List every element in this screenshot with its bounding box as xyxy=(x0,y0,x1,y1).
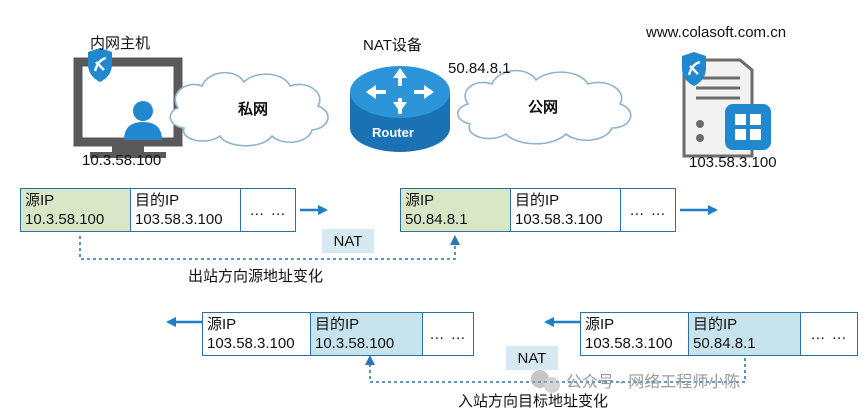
nat-public-ip: 50.84.8.1 xyxy=(448,60,511,77)
destination-ip-value: 103.58.3.100 xyxy=(515,211,603,228)
router-label: Router xyxy=(372,125,414,140)
internal-host-title: 内网主机 xyxy=(90,35,151,52)
destination-ip-cell: 目的IP 50.84.8.1 xyxy=(689,313,801,355)
router-icon xyxy=(350,66,450,152)
private-network-label: 私网 xyxy=(238,101,269,118)
source-ip-cell: 源IP 103.58.3.100 xyxy=(581,313,689,355)
shield-icon xyxy=(682,52,706,86)
destination-ip-cell: 目的IP 10.3.58.100 xyxy=(311,313,423,355)
source-ip-value: 50.84.8.1 xyxy=(405,211,468,228)
destination-ip-value: 10.3.58.100 xyxy=(315,335,395,352)
source-ip-cell: 源IP 50.84.8.1 xyxy=(401,189,511,231)
outbound-packet-after: 源IP 50.84.8.1 目的IP 103.58.3.100 … … xyxy=(400,188,676,232)
inbound-nat-box: NAT xyxy=(506,346,558,370)
source-ip-label: 源IP xyxy=(25,192,55,209)
destination-ip-label: 目的IP xyxy=(135,192,180,209)
inbound-caption: 入站方向目标地址变化 xyxy=(458,393,609,410)
more-fields-cell: … … xyxy=(629,201,667,219)
wechat-logo-icon xyxy=(531,370,560,393)
more-fields-cell: … … xyxy=(249,201,287,219)
more-fields-cell: … … xyxy=(429,325,467,343)
source-ip-cell: 源IP 103.58.3.100 xyxy=(203,313,311,355)
destination-ip-label: 目的IP xyxy=(515,192,560,209)
internal-host-ip: 10.3.58.100 xyxy=(82,152,162,169)
destination-ip-cell: 目的IP 103.58.3.100 xyxy=(131,189,241,231)
source-ip-value: 103.58.3.100 xyxy=(585,335,673,352)
destination-ip-cell: 目的IP 103.58.3.100 xyxy=(511,189,621,231)
server-domain: www.colasoft.com.cn xyxy=(646,24,787,41)
source-ip-label: 源IP xyxy=(585,316,615,333)
public-cloud-icon xyxy=(456,69,632,145)
shield-icon xyxy=(88,48,112,82)
source-ip-cell: 源IP 10.3.58.100 xyxy=(21,189,131,231)
outbound-nat-path xyxy=(79,235,460,260)
windows-icon xyxy=(725,104,771,150)
more-fields-cell: … … xyxy=(810,325,848,343)
outbound-caption: 出站方向源地址变化 xyxy=(188,268,324,285)
source-ip-label: 源IP xyxy=(405,192,435,209)
destination-ip-value: 50.84.8.1 xyxy=(693,335,756,352)
source-ip-value: 10.3.58.100 xyxy=(25,211,105,228)
pc-monitor-icon xyxy=(73,57,183,158)
public-network-label: 公网 xyxy=(528,99,559,116)
destination-ip-label: 目的IP xyxy=(315,316,360,333)
source-ip-label: 源IP xyxy=(207,316,237,333)
private-cloud-icon xyxy=(169,71,329,147)
server-ip: 103.58.3.100 xyxy=(689,154,777,171)
outbound-nat-box: NAT xyxy=(322,229,374,253)
watermark-text: 公众号 · 网络工程师小陈 xyxy=(566,374,741,391)
source-ip-value: 103.58.3.100 xyxy=(207,335,295,352)
outbound-packet-before: 源IP 10.3.58.100 目的IP 103.58.3.100 … … xyxy=(20,188,296,232)
destination-ip-label: 目的IP xyxy=(693,316,738,333)
inbound-packet-before: 源IP 103.58.3.100 目的IP 50.84.8.1 … … xyxy=(580,312,858,356)
nat-device-title: NAT设备 xyxy=(363,37,422,54)
inbound-packet-after: 源IP 103.58.3.100 目的IP 10.3.58.100 … … xyxy=(202,312,474,356)
destination-ip-value: 103.58.3.100 xyxy=(135,211,223,228)
